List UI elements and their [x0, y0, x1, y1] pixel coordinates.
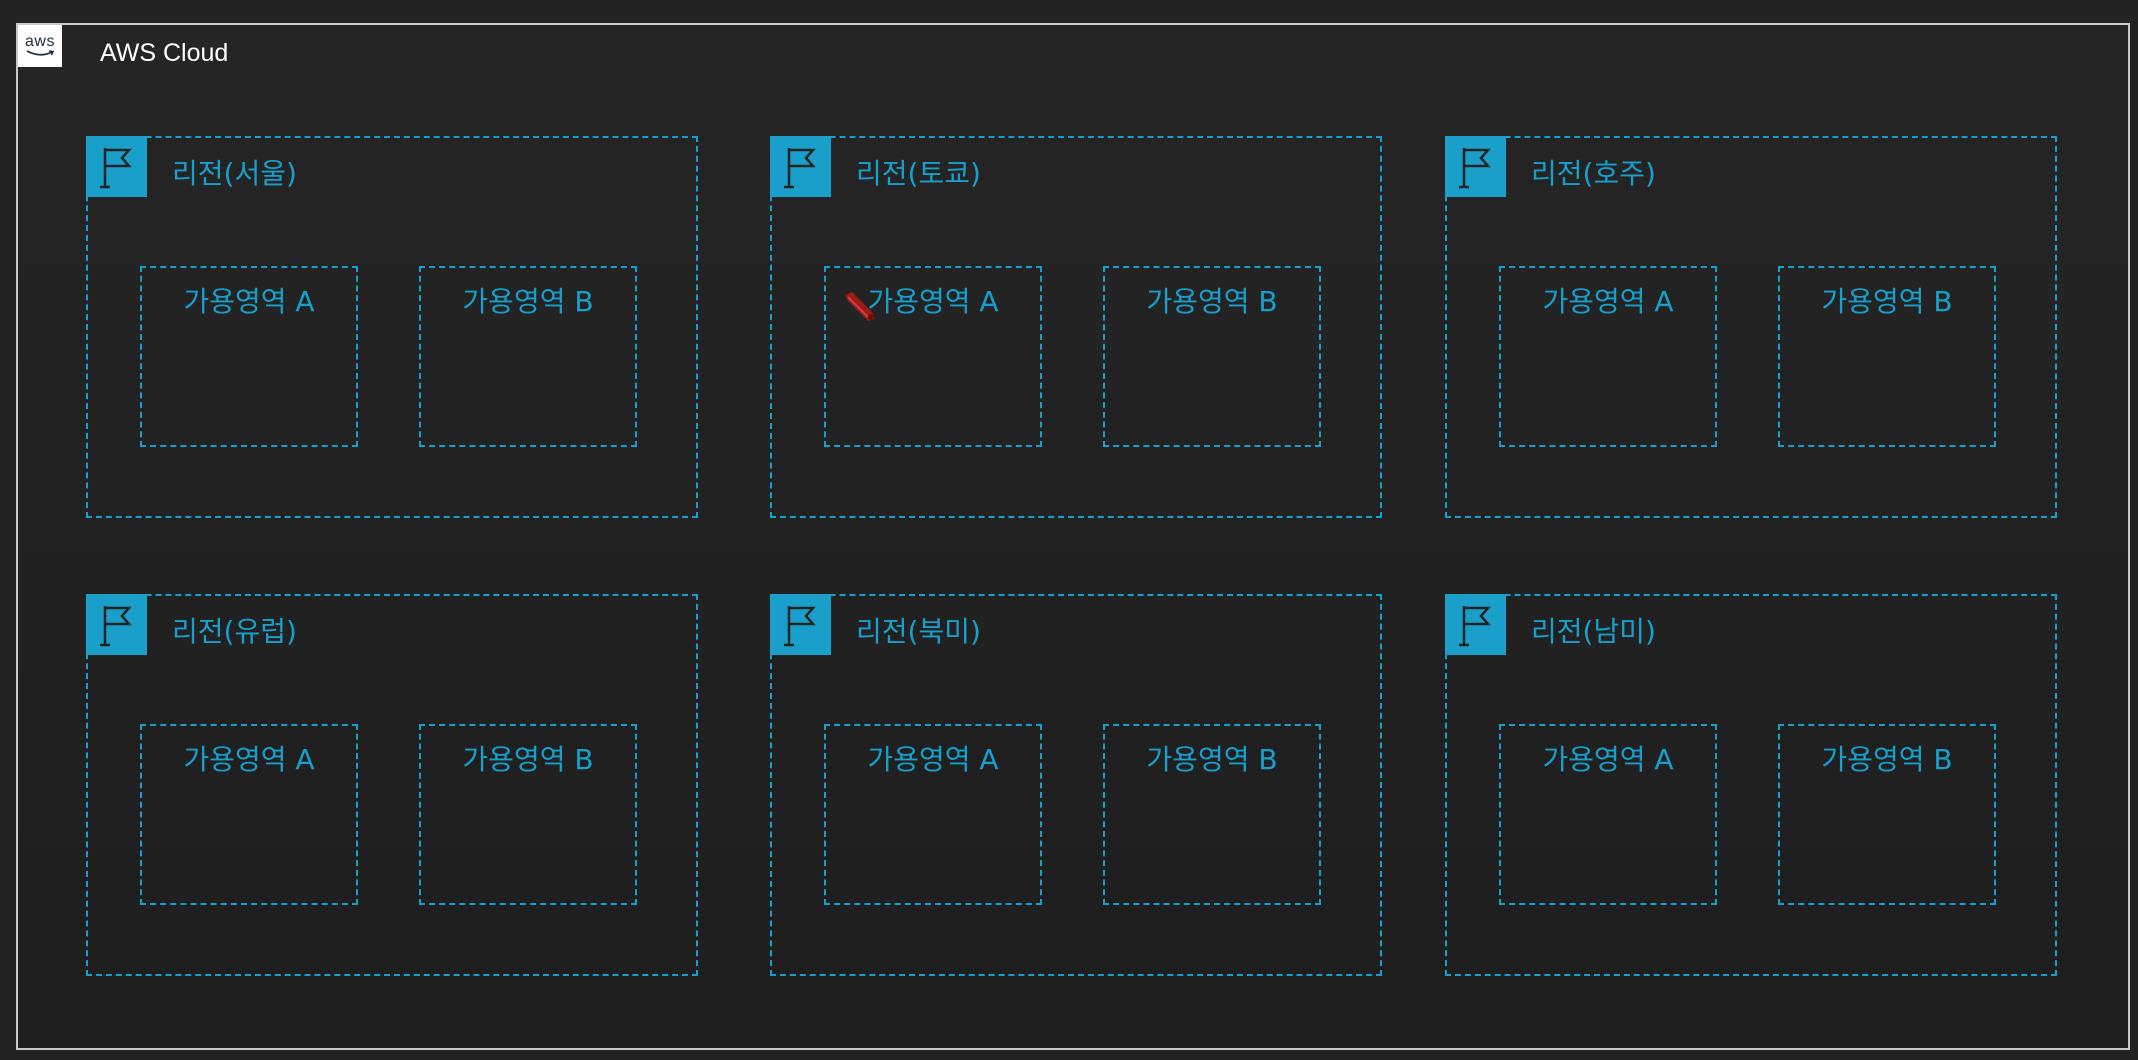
availability-zone-a[interactable]: 가용영역 A: [824, 724, 1042, 905]
az-title: 가용영역 A: [867, 285, 999, 318]
region-europe[interactable]: 리전(유럽) 가용영역 A 가용영역 B: [86, 594, 698, 976]
az-title: 가용영역 A: [183, 743, 315, 776]
az-title: 가용영역 A: [867, 743, 999, 776]
availability-zone-b[interactable]: 가용영역 B: [1778, 724, 1996, 905]
az-title: 가용영역 B: [1821, 285, 1953, 318]
region-seoul[interactable]: 리전(서울) 가용영역 A 가용영역 B: [86, 136, 698, 518]
availability-zone-a[interactable]: 가용영역 A: [1499, 724, 1717, 905]
az-title: 가용영역 B: [1821, 743, 1953, 776]
region-tokyo[interactable]: 리전(토쿄) 가용영역 A 가용영역 B: [770, 136, 1382, 518]
availability-zone-a[interactable]: 가용영역 A: [824, 266, 1042, 447]
availability-zone-a[interactable]: 가용영역 A: [140, 266, 358, 447]
az-title: 가용영역 A: [1542, 285, 1674, 318]
region-flag-icon: [770, 136, 831, 197]
az-title: 가용영역 A: [183, 285, 315, 318]
availability-zone-b[interactable]: 가용영역 B: [419, 724, 637, 905]
region-australia[interactable]: 리전(호주) 가용영역 A 가용영역 B: [1445, 136, 2057, 518]
region-flag-icon: [86, 136, 147, 197]
availability-zone-b[interactable]: 가용영역 B: [1103, 724, 1321, 905]
region-flag-icon: [86, 594, 147, 655]
az-title: 가용영역 B: [462, 285, 594, 318]
region-south-america[interactable]: 리전(남미) 가용영역 A 가용영역 B: [1445, 594, 2057, 976]
az-title: 가용영역 B: [1146, 285, 1278, 318]
availability-zone-a[interactable]: 가용영역 A: [1499, 266, 1717, 447]
az-title: 가용영역 B: [462, 743, 594, 776]
region-flag-icon: [770, 594, 831, 655]
availability-zone-b[interactable]: 가용영역 B: [1103, 266, 1321, 447]
aws-cloud-group[interactable]: aws AWS Cloud 리전(서울) 가용영역 A 가용영역 B: [16, 23, 2130, 1050]
availability-zone-b[interactable]: 가용영역 B: [1778, 266, 1996, 447]
availability-zone-b[interactable]: 가용영역 B: [419, 266, 637, 447]
region-title: 리전(북미): [856, 615, 981, 648]
availability-zone-a[interactable]: 가용영역 A: [140, 724, 358, 905]
region-title: 리전(토쿄): [856, 157, 981, 190]
cloud-title: AWS Cloud: [100, 39, 229, 67]
region-title: 리전(호주): [1531, 157, 1656, 190]
aws-smile-icon: [26, 50, 55, 56]
az-title: 가용영역 A: [1542, 743, 1674, 776]
region-title: 리전(서울): [172, 157, 297, 190]
region-title: 리전(유럽): [172, 615, 297, 648]
region-title: 리전(남미): [1531, 615, 1656, 648]
az-title: 가용영역 B: [1146, 743, 1278, 776]
aws-logo-icon: aws: [18, 25, 62, 67]
region-flag-icon: [1445, 594, 1506, 655]
region-north-america[interactable]: 리전(북미) 가용영역 A 가용영역 B: [770, 594, 1382, 976]
region-flag-icon: [1445, 136, 1506, 197]
red-marker-icon: [845, 292, 875, 321]
aws-logo-text: aws: [25, 33, 55, 50]
